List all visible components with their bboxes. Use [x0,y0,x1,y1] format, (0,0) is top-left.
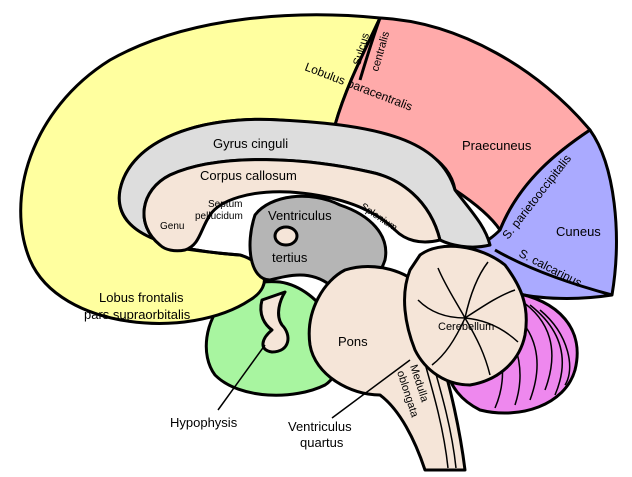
label-hypophysis: Hypophysis [170,415,238,430]
s-calcarinus-line [494,248,613,297]
label-pons: Pons [338,334,368,349]
label-praecuneus: Praecuneus [462,138,532,153]
label-ventriculus-quartus-1: Ventriculus [288,419,352,434]
label-genu: Genu [160,221,184,232]
parietal-region [333,16,592,232]
label-tertius: tertius [272,250,308,265]
label-pars-supraorbitalis: pars supraorbitalis [84,307,191,322]
sulcus-centralis-line [358,17,382,81]
label-septum: Septum [208,199,242,210]
hypophysis-region [259,290,290,354]
interthalamic-adhesion [273,225,299,247]
ventriculus-quartus-pointer [331,359,411,419]
label-ventriculus: Ventriculus [268,208,332,223]
hypophysis-pointer [217,344,266,411]
label-pellucidum: pellucidum [195,211,243,222]
label-ventriculus-quartus-2: quartus [300,435,344,450]
corpus-callosum-region [142,158,442,253]
label-gyrus-cinguli: Gyrus cinguli [213,136,288,151]
label-corpus-callosum: Corpus callosum [200,168,297,183]
label-cuneus: Cuneus [556,224,601,239]
label-lobus-frontalis: Lobus frontalis [99,290,184,305]
cerebellum-arbor-lines [417,261,519,376]
label-cerebellum: Cerebellum [438,321,494,333]
